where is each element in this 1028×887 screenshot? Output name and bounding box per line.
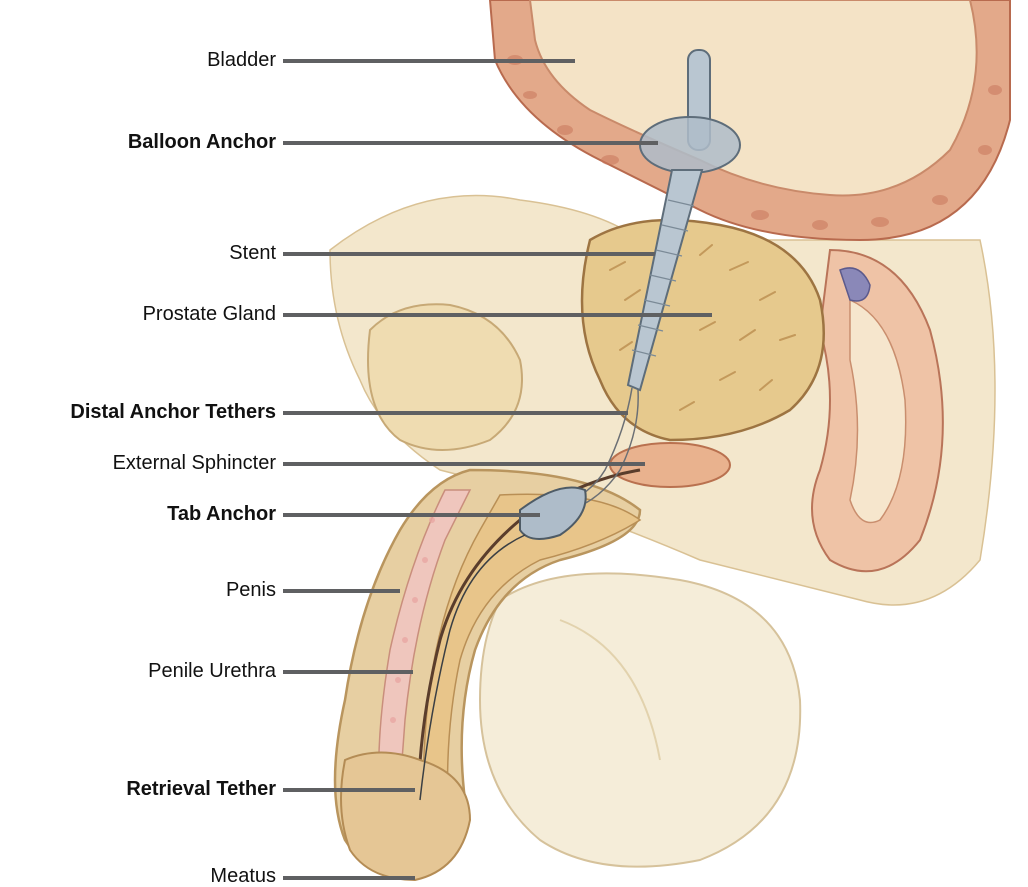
label-meatus: Meatus	[210, 865, 276, 887]
label-balloon-anchor: Balloon Anchor	[128, 131, 276, 153]
label-prostate-gland: Prostate Gland	[143, 303, 276, 325]
label-distal-anchor-tethers: Distal Anchor Tethers	[70, 401, 276, 423]
label-external-sphincter: External Sphincter	[113, 452, 276, 474]
scrotum	[480, 573, 800, 866]
label-retrieval-tether: Retrieval Tether	[126, 778, 276, 800]
label-penile-urethra: Penile Urethra	[148, 660, 276, 682]
label-penis: Penis	[226, 579, 276, 601]
bladder-lumen	[530, 0, 977, 195]
label-bladder: Bladder	[207, 49, 276, 71]
label-tab-anchor: Tab Anchor	[167, 503, 276, 525]
label-stent: Stent	[229, 242, 276, 264]
